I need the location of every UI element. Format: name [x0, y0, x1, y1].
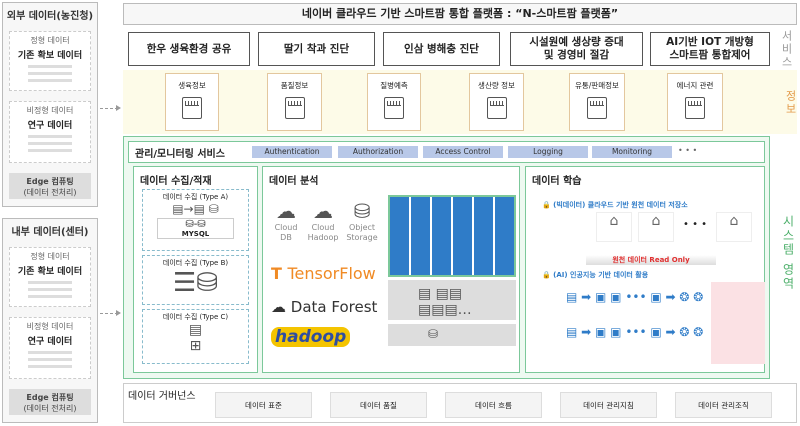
internal-data-panel: 내부 데이터(센터) 정형 데이터 기존 확보 데이터 비정형 데이터 연구 데…	[2, 218, 98, 423]
server-icon: ▤→▤ ⛁	[172, 202, 219, 216]
unstructured-heading: 비정형 데이터	[26, 106, 74, 115]
cloud-hadoop: ☁Cloud Hadoop	[303, 199, 343, 243]
service-box: 한우 생육환경 공유	[128, 32, 250, 66]
kiosk-icon	[182, 97, 202, 119]
edge-computing: Edge 컴퓨팅(데이터 전처리)	[9, 173, 91, 199]
internal-title: 내부 데이터(센터)	[11, 227, 89, 238]
governance-row	[123, 383, 797, 423]
ai-heading: 🔒 (AI) 인공지능 기반 데이터 활용	[542, 271, 649, 279]
edge-computing: Edge 컴퓨팅(데이터 전처리)	[9, 389, 91, 415]
type-b-box: 데이터 수집 (Type B)☰⛁	[142, 255, 249, 305]
governance-item: 데이터 흐름	[445, 392, 542, 418]
cloud-db-icon: ☁	[276, 199, 296, 223]
kiosk-icon	[587, 97, 607, 119]
cloud-storage-icon: ⌂	[596, 212, 632, 242]
mgmt-title: 관리/모니터링 서비스	[135, 149, 225, 160]
info-label: 정보	[784, 90, 797, 116]
external-data-panel: 외부 데이터(농진청) 정형 데이터 기존 확보 데이터 비정형 데이터 연구 …	[2, 2, 98, 207]
cloud-storage-icon: ⌂	[716, 212, 752, 242]
system-label: 시스템 영역	[781, 215, 795, 291]
mgmt-item: Logging	[508, 146, 588, 158]
kiosk-icon	[284, 97, 305, 119]
analysis-panel: 데이터 분석 ☁Cloud DB ☁Cloud Hadoop ⛁Object S…	[262, 166, 520, 373]
info-box: 유통/판매정보	[569, 73, 625, 131]
service-label: 서비스	[780, 30, 793, 69]
structured-body: 기존 확보 데이터	[17, 51, 83, 61]
type-a-box: 데이터 수집 (Type A)▤→▤ ⛁⛁-⛁MYSQL	[142, 189, 249, 251]
info-box: 품질정보	[267, 73, 322, 131]
object-storage-box: ⛁	[388, 324, 516, 346]
arrow-icon	[100, 105, 121, 111]
mgmt-item: Authentication	[252, 146, 332, 158]
main-title: 네이버 클라우드 기반 스마트팜 통합 플랫폼 : “N-스마트팜 플랫폼”	[123, 3, 797, 25]
mgmt-more: • • •	[678, 146, 698, 155]
hadoop-logo: hadoop	[271, 327, 351, 347]
service-box: 딸기 착과 진단	[258, 32, 375, 66]
structured-heading: 정형 데이터	[30, 36, 70, 45]
tensorflow-logo: T TensorFlow	[271, 264, 376, 283]
export-area	[711, 282, 765, 364]
info-box: 생육정보	[165, 73, 219, 131]
service-box: AI기반 IOT 개방형 스마트팜 통합제어	[650, 32, 770, 66]
unstructured-heading: 비정형 데이터	[26, 322, 74, 331]
service-box: 시설원예 생상량 증대 및 경영비 절감	[510, 32, 643, 66]
unstructured-body: 연구 데이터	[27, 121, 73, 131]
pipeline-row: ▤ ➡ ▣ ▣ ••• ▣ ➡ ❂ ❂	[566, 325, 704, 339]
analysis-title: 데이터 분석	[269, 176, 319, 187]
cloud-db: ☁Cloud DB	[271, 199, 301, 243]
unstructured-box: 비정형 데이터 연구 데이터	[9, 317, 91, 379]
data-forest-logo: ☁ Data Forest	[271, 298, 378, 316]
kiosk-icon	[384, 97, 404, 119]
structured-box: 정형 데이터 기존 확보 데이터	[9, 31, 91, 91]
unstructured-body: 연구 데이터	[27, 337, 73, 347]
structured-heading: 정형 데이터	[30, 252, 70, 261]
info-box: 질병예측	[367, 73, 421, 131]
read-only-label: 원천 데이터 Read Only	[586, 255, 716, 265]
object-storage: ⛁Object Storage	[343, 199, 381, 243]
hadoop-ecosystem-grid	[388, 195, 516, 277]
governance-item: 데이터 관리지침	[560, 392, 657, 418]
structured-body: 기존 확보 데이터	[17, 267, 83, 277]
info-box: 에너지 관련	[667, 73, 723, 131]
structured-box: 정형 데이터 기존 확보 데이터	[9, 247, 91, 307]
mgmt-item: Authorization	[338, 146, 418, 158]
mgmt-item: Access Control	[423, 146, 503, 158]
mgmt-item: Monitoring	[592, 146, 672, 158]
storage-heading: 🔒 (빅데이터) 클라우드 기반 원천 데이터 저장소	[542, 201, 688, 209]
network-icon: ▤⊞	[188, 322, 203, 354]
learning-title: 데이터 학습	[532, 176, 582, 187]
arrow-icon	[100, 310, 121, 316]
pipeline-row: ▤ ➡ ▣ ▣ ••• ▣ ➡ ❂ ❂	[566, 290, 704, 304]
learning-panel: 데이터 학습 🔒 (빅데이터) 클라우드 기반 원천 데이터 저장소 ⌂ ⌂ •…	[525, 166, 765, 373]
cloud-storage-icon: ⌂	[638, 212, 674, 242]
governance-item: 데이터 관리조직	[675, 392, 772, 418]
type-c-box: 데이터 수집 (Type C)▤⊞	[142, 309, 249, 364]
server-db-icon: ☰⛁	[172, 268, 219, 298]
service-box: 인삼 병해충 진단	[383, 32, 500, 66]
ellipsis: • • •	[683, 219, 708, 230]
external-title: 외부 데이터(농진청)	[6, 11, 94, 22]
governance-title: 데이터 거버넌스	[128, 391, 196, 402]
collect-title: 데이터 수집/적재	[140, 176, 212, 187]
info-box: 생산량 정보	[469, 73, 524, 131]
governance-item: 데이터 품질	[330, 392, 427, 418]
storage-icon: ⛁	[353, 199, 371, 223]
kiosk-icon	[685, 97, 705, 119]
cloud-cluster: ▤ ▤▤ ▤▤▤…	[388, 280, 516, 320]
kiosk-icon	[486, 97, 507, 119]
unstructured-box: 비정형 데이터 연구 데이터	[9, 101, 91, 163]
collect-panel: 데이터 수집/적재 데이터 수집 (Type A)▤→▤ ⛁⛁-⛁MYSQL 데…	[133, 166, 258, 373]
cloud-hadoop-icon: ☁	[313, 199, 333, 223]
governance-item: 데이터 표준	[215, 392, 312, 418]
